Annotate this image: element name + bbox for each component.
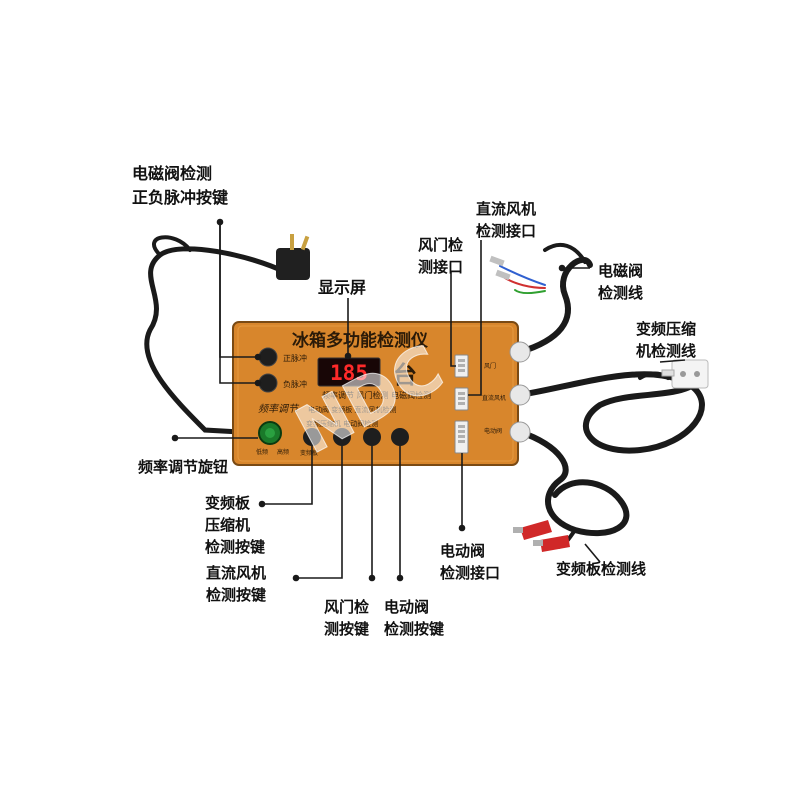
solenoid-wire bbox=[499, 242, 593, 355]
callout-valve-port: 电动阀 检测接口 bbox=[440, 542, 501, 582]
power-plug bbox=[276, 234, 310, 280]
callout-damper-port: 风门检 测接口 bbox=[418, 236, 464, 276]
compressor-plug bbox=[661, 359, 709, 389]
callout-inverter-line: 变频板检测线 bbox=[556, 560, 647, 578]
callout-compressor-line: 变频压缩 机检测线 bbox=[636, 320, 697, 360]
valve-test-button[interactable] bbox=[391, 428, 409, 446]
panel-row-2: 电动阀 变频板 直流风机检测 bbox=[308, 405, 396, 414]
positive-pulse-label: 正脉冲 bbox=[283, 353, 307, 363]
solenoid-terminals bbox=[489, 255, 511, 281]
panel-row-1: 频率调节 风门检测 电磁阀检测 bbox=[322, 390, 431, 400]
freq-adjust-label: 频率调节 bbox=[258, 403, 300, 415]
callout-dc-fan-port: 直流风机 检测接口 bbox=[476, 200, 537, 240]
negative-pulse-label: 负脉冲 bbox=[283, 379, 307, 389]
dc-fan-test-button[interactable] bbox=[333, 428, 351, 446]
callout-display: 显示屏 bbox=[318, 278, 367, 297]
callout-damper-key: 风门检 测按键 bbox=[324, 598, 370, 638]
power-cord bbox=[144, 235, 288, 435]
positive-pulse-button[interactable] bbox=[258, 347, 278, 367]
callout-valve-key: 电动阀 检测按键 bbox=[384, 598, 445, 638]
callout-freq-knob: 频率调节旋钮 bbox=[138, 458, 229, 476]
callout-solenoid-pulse-key: 电磁阀检测 正负脉冲按键 bbox=[132, 164, 229, 207]
port-label-2: 直流风机 bbox=[482, 394, 506, 402]
alligator-clips bbox=[513, 520, 570, 552]
knob-low-label: 低频 bbox=[256, 448, 268, 456]
knob-high-label: 高频 bbox=[277, 448, 289, 456]
display-suffix: 台 bbox=[393, 360, 417, 389]
damper-test-button[interactable] bbox=[363, 428, 381, 446]
device-title: 冰箱多功能检测仪 bbox=[292, 330, 429, 351]
panel-row-3: 变频压缩机 电动阀检测 bbox=[306, 419, 378, 428]
leader-lines bbox=[171, 218, 686, 582]
display-value: 185 bbox=[330, 361, 368, 385]
port-label-1: 风门 bbox=[484, 362, 496, 370]
inverter-button-caption: 变频板 bbox=[300, 449, 318, 457]
inverter-test-button[interactable] bbox=[303, 428, 321, 446]
compressor-wire bbox=[517, 371, 705, 454]
port-label-3: 电动阀 bbox=[484, 427, 502, 435]
callout-solenoid-line: 电磁阀 检测线 bbox=[598, 262, 644, 302]
callout-inverter-key: 变频板 压缩机 检测按键 bbox=[205, 494, 266, 556]
negative-pulse-button[interactable] bbox=[258, 373, 278, 393]
callout-dc-fan-key: 直流风机 检测按键 bbox=[206, 564, 267, 604]
cable-glands bbox=[509, 341, 531, 443]
